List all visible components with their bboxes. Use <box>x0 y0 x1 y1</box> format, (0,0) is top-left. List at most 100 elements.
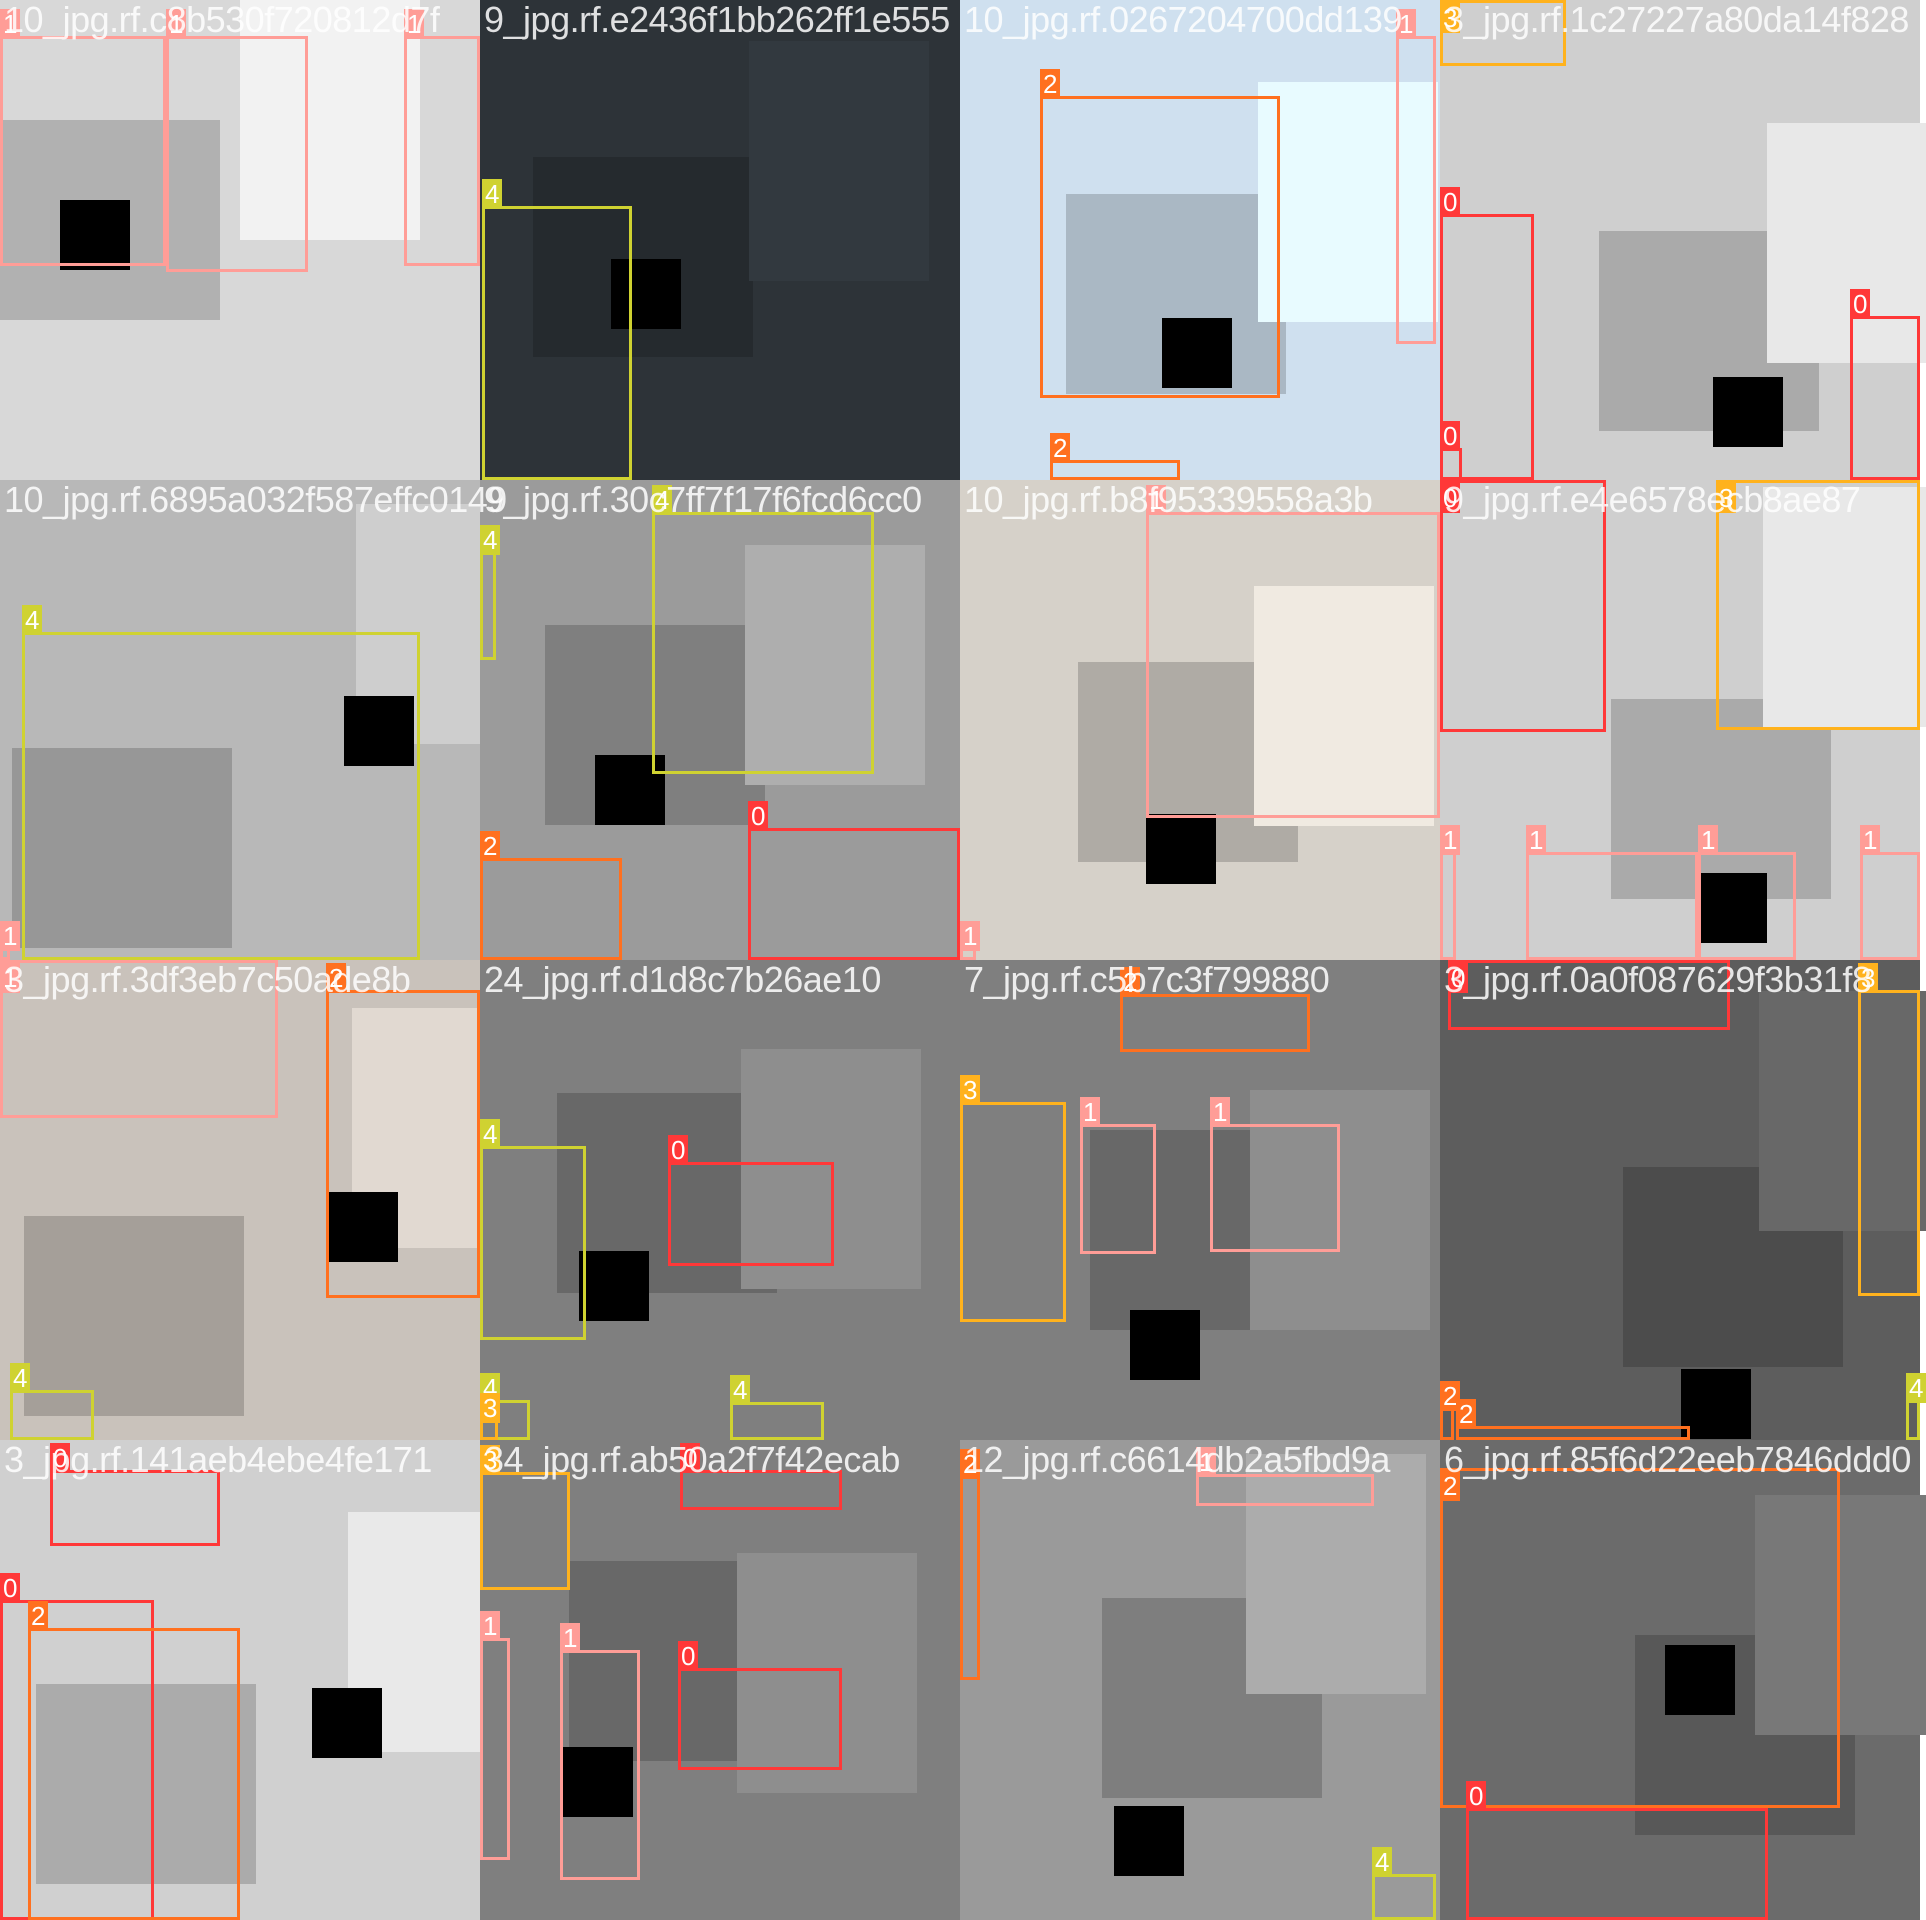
class-label: 2 <box>1040 69 1061 99</box>
tile-filename: 3_jpg.rf.3df3eb7c50ade8b <box>4 959 411 1000</box>
bounding-box: 4 <box>1906 1373 1926 1440</box>
class-label: 0 <box>678 1641 699 1671</box>
tile-filename: 3_jpg.rf.141aeb4ebe4fe171 <box>4 1439 432 1480</box>
bounding-box: 1 <box>0 921 21 960</box>
class-label: 4 <box>482 179 503 209</box>
class-label: 3 <box>1716 483 1737 513</box>
class-label: 1 <box>1210 1097 1231 1127</box>
class-label: 0 <box>50 1443 71 1473</box>
cutout-mask <box>1713 377 1783 447</box>
bounding-box: 4 <box>730 1375 824 1440</box>
tile-filename: 10_jpg.rf.0267204700dd139 <box>964 0 1402 40</box>
bounding-box: 0 <box>668 1135 834 1266</box>
class-label: 2 <box>1440 1381 1461 1411</box>
bounding-box: 4 <box>1372 1847 1436 1920</box>
class-label: 0 <box>1448 963 1469 993</box>
cutout-mask <box>563 1747 633 1817</box>
bounding-box: 3 <box>480 1445 570 1590</box>
cutout-mask <box>1697 873 1767 943</box>
tile-filename: 10_jpg.rf.6895a032f587effc0149 <box>4 479 507 520</box>
tile-filename: 34_jpg.rf.ab50a2f7f42ecab <box>484 1439 900 1480</box>
class-label: 4 <box>1906 1373 1926 1403</box>
tile-image <box>480 960 960 1440</box>
tile-filename: 3_jpg.rf.1c27227a80da14f828 <box>1444 0 1909 40</box>
tile-image <box>0 1440 528 1920</box>
tile-filename: 24_jpg.rf.d1d8c7b26ae10 <box>484 959 881 1000</box>
bounding-box: 4 <box>480 525 501 660</box>
cutout-mask <box>60 200 130 270</box>
bounding-box: 3 <box>480 1393 501 1440</box>
bounding-box: 1 <box>1196 1447 1374 1506</box>
class-label: 1 <box>166 9 187 39</box>
bounding-box: 1 <box>560 1623 640 1880</box>
class-label: 1 <box>1396 9 1417 39</box>
mosaic-tile: 4 9_jpg.rf.e2436f1bb262ff1e555 <box>480 0 960 480</box>
cutout-mask <box>1146 814 1216 884</box>
bounding-box: 0 <box>1440 187 1534 480</box>
bounding-box: 2 <box>326 963 480 1298</box>
class-label: 4 <box>480 1119 501 1149</box>
class-label: 1 <box>0 921 21 951</box>
bounding-box: 0 <box>1440 421 1462 480</box>
class-label: 4 <box>652 485 673 515</box>
tile-image <box>960 960 1440 1440</box>
class-label: 3 <box>960 1075 981 1105</box>
tile-filename: 3_jpg.rf.0a0f087629f3b31f8 <box>1444 959 1872 1000</box>
class-label: 1 <box>404 9 425 39</box>
class-label: 1 <box>1146 485 1167 515</box>
bounding-box: 1 <box>1698 825 1796 960</box>
tile-image <box>1440 1440 1926 1920</box>
tile-image <box>0 0 480 480</box>
class-label: 1 <box>1860 825 1881 855</box>
class-label: 1 <box>960 921 981 951</box>
bounding-box: 1 <box>166 9 308 272</box>
class-label: 0 <box>1440 187 1461 217</box>
bounding-box: 0 <box>1440 480 1606 732</box>
class-label: 2 <box>480 831 501 861</box>
bounding-box: 4 <box>652 485 874 774</box>
mosaic-tile: 0 3 1 1 1 1 9_jpg.rf.e4e6578ecb8ae87 <box>1440 479 1926 960</box>
tile-image <box>1440 960 1926 1440</box>
class-label: 1 <box>480 1611 501 1641</box>
bounding-box: 4 <box>10 1363 94 1440</box>
class-label: 1 <box>1196 1447 1217 1477</box>
cutout-mask <box>1162 318 1232 388</box>
bounding-box: 0 <box>50 1443 220 1546</box>
class-label: 1 <box>560 1623 581 1653</box>
bounding-box: 1 <box>1146 485 1440 818</box>
class-label: 2 <box>1440 1471 1461 1501</box>
bounding-box: 2 <box>28 1601 240 1920</box>
bounding-box: 4 <box>482 179 632 480</box>
class-label: 4 <box>480 525 501 555</box>
class-label: 4 <box>22 605 43 635</box>
bounding-box: 2 <box>960 1449 981 1680</box>
class-label: 1 <box>1440 825 1461 855</box>
class-label: 0 <box>668 1135 689 1165</box>
cutout-mask <box>344 696 414 766</box>
bounding-box: 0 <box>748 801 960 960</box>
class-label: 1 <box>0 9 21 39</box>
tile-image <box>960 1440 1440 1920</box>
bounding-box: 2 <box>480 831 622 960</box>
cutout-mask <box>1130 1310 1200 1380</box>
tile-filename: 9_jpg.rf.e2436f1bb262ff1e555 <box>484 0 950 40</box>
bounding-box: 1 <box>1440 825 1461 960</box>
bounding-box: 3 <box>1716 480 1920 730</box>
class-label: 0 <box>1440 421 1461 451</box>
class-label: 4 <box>730 1375 751 1405</box>
class-label: 2 <box>28 1601 49 1631</box>
bounding-box: 3 <box>960 1075 1066 1322</box>
class-label: 1 <box>1526 825 1547 855</box>
class-label: 0 <box>748 801 769 831</box>
bounding-box: 1 <box>1080 1097 1156 1254</box>
tile-filename: 9_jpg.rf.e4e6578ecb8ae87 <box>1444 479 1861 520</box>
bounding-box: 1 <box>960 921 981 960</box>
bounding-box: 1 <box>0 960 278 1118</box>
